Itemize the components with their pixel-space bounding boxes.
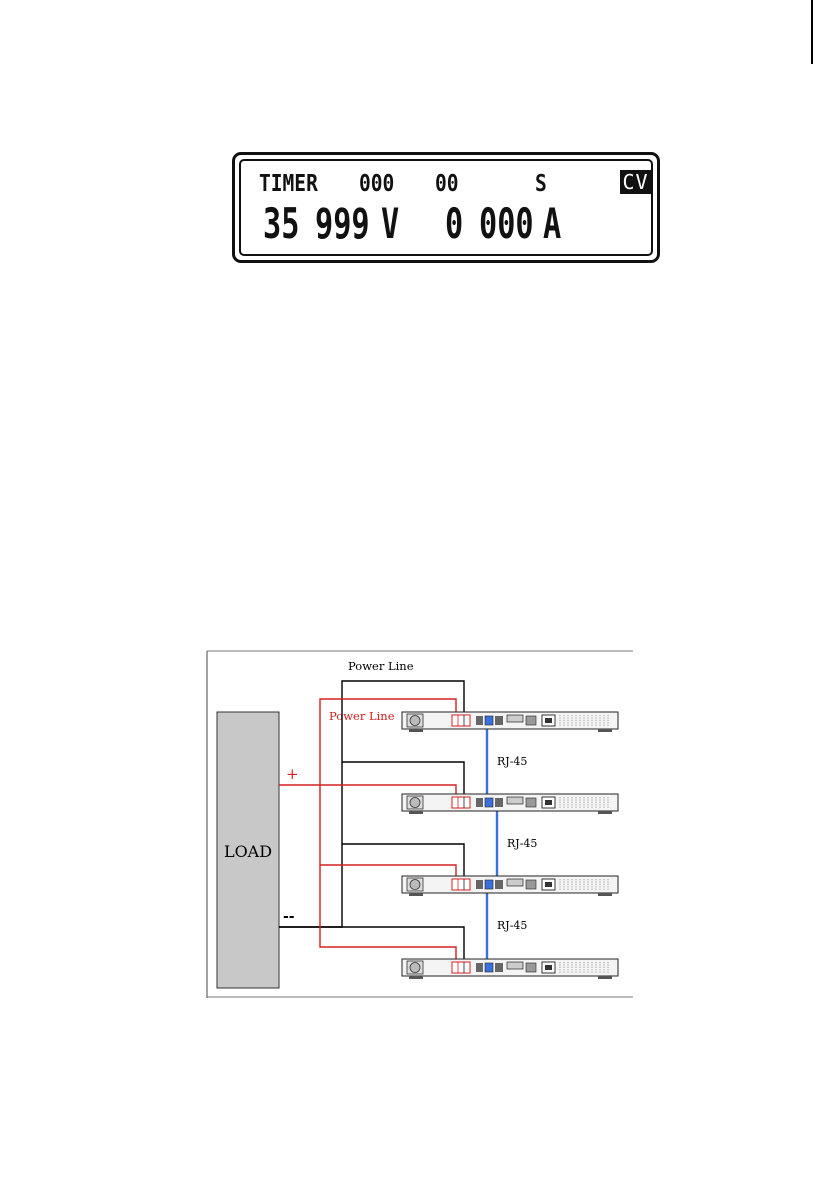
psu-fan-icon xyxy=(410,716,420,726)
rj45-label-1: RJ-45 xyxy=(497,755,527,768)
lcd-current-decimal: 000 xyxy=(479,203,534,245)
psu-rj45-port xyxy=(485,798,493,807)
power-supply-unit-1 xyxy=(402,712,618,732)
psu-ac-inlet-socket xyxy=(545,965,552,970)
lcd-voltage-unit: V xyxy=(381,203,399,245)
psu-ac-inlet-socket xyxy=(545,718,552,723)
psu-output-terminal xyxy=(452,962,470,973)
psu-rj45-port xyxy=(485,716,493,725)
page-edge-rule xyxy=(811,0,813,64)
psu-connector-c xyxy=(526,963,536,972)
psu-db-port xyxy=(507,962,523,969)
psu-foot-right xyxy=(598,811,612,814)
power-supply-unit-4 xyxy=(402,959,618,979)
psu-foot-right xyxy=(598,893,612,896)
power-supply-unit-2 xyxy=(402,794,618,814)
psu-db-port xyxy=(507,715,523,722)
psu-db-port xyxy=(507,797,523,804)
psu-db-port xyxy=(507,879,523,886)
psu-connector-a xyxy=(476,880,483,889)
psu-connector-b xyxy=(495,716,503,725)
psu-output-terminal xyxy=(452,797,470,808)
negative-wire-unit-3 xyxy=(342,844,464,876)
psu-foot-left xyxy=(409,893,423,896)
psu-ac-inlet-socket xyxy=(545,882,552,887)
negative-wire-unit-4 xyxy=(279,927,464,959)
psu-connector-b xyxy=(495,798,503,807)
lcd-voltage-integer: 35 xyxy=(263,203,299,245)
psu-foot-left xyxy=(409,976,423,979)
psu-foot-right xyxy=(598,976,612,979)
psu-connector-c xyxy=(526,880,536,889)
rj45-label-3: RJ-45 xyxy=(497,919,527,932)
lcd-timer-field-2: 00 xyxy=(435,173,459,196)
psu-fan-icon xyxy=(410,880,420,890)
psu-connector-c xyxy=(526,798,536,807)
psu-ac-inlet-socket xyxy=(545,800,552,805)
lcd-current-unit: A xyxy=(543,203,561,245)
psu-foot-left xyxy=(409,729,423,732)
plus-terminal-label: + xyxy=(286,765,299,783)
psu-connector-a xyxy=(476,716,483,725)
psu-connector-b xyxy=(495,963,503,972)
power-supply-unit-3 xyxy=(402,876,618,896)
lcd-timer-unit: S xyxy=(535,173,547,196)
psu-foot-left xyxy=(409,811,423,814)
lcd-display: TIMER 000 00 S CV 35 999 V 0 000 A xyxy=(232,152,660,263)
lcd-voltage-decimal: 999 xyxy=(315,203,370,245)
rj45-cables xyxy=(487,725,497,965)
minus-terminal-label: -- xyxy=(283,909,295,925)
rj45-label-2: RJ-45 xyxy=(507,837,537,850)
psu-connector-b xyxy=(495,880,503,889)
lcd-timer-field-1: 000 xyxy=(359,173,394,196)
negative-wire-unit-2 xyxy=(342,762,464,794)
psu-fan-icon xyxy=(410,798,420,808)
wiring-diagram-svg: LOAD + -- Power Line Power Line RJ-45 RJ… xyxy=(206,649,633,998)
lcd-timer-label: TIMER xyxy=(259,173,318,196)
positive-wiring xyxy=(279,699,456,965)
wiring-diagram: LOAD + -- Power Line Power Line RJ-45 RJ… xyxy=(206,649,633,998)
psu-fan-icon xyxy=(410,963,420,973)
psu-rj45-port xyxy=(485,963,493,972)
psu-output-terminal xyxy=(452,879,470,890)
psu-output-terminal xyxy=(452,715,470,726)
psu-foot-right xyxy=(598,729,612,732)
psu-connector-a xyxy=(476,963,483,972)
psu-rj45-port xyxy=(485,880,493,889)
psu-connector-a xyxy=(476,798,483,807)
load-label: LOAD xyxy=(224,842,272,861)
lcd-current-integer: 0 xyxy=(445,203,463,245)
power-line-black-label: Power Line xyxy=(348,659,414,673)
power-line-red-label: Power Line xyxy=(329,709,395,723)
psu-connector-c xyxy=(526,716,536,725)
lcd-mode-badge: CV xyxy=(620,170,651,194)
